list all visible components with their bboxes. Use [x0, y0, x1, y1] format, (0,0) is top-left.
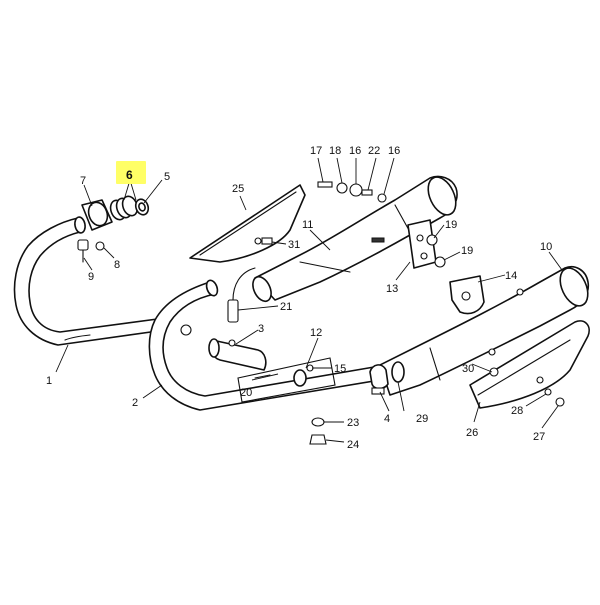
callout-8: 8	[114, 259, 120, 271]
clip-20	[293, 369, 307, 387]
nut-8	[95, 241, 105, 251]
callout-9: 9	[88, 271, 94, 283]
callout-20: 20	[240, 387, 252, 399]
callout-19-top: 19	[445, 219, 457, 231]
callout-25: 25	[232, 183, 244, 195]
callout-18: 18	[329, 145, 341, 157]
callout-24: 24	[347, 439, 359, 451]
heat-shield-25	[189, 184, 306, 263]
callout-6: 6	[126, 168, 133, 182]
callout-29: 29	[416, 413, 428, 425]
callout-6-highlight	[116, 161, 146, 184]
washer-23	[311, 417, 325, 427]
callout-22: 22	[368, 145, 380, 157]
callout-31: 31	[288, 239, 300, 251]
callout-19-bottom: 19	[461, 245, 473, 257]
callout-13: 13	[386, 283, 398, 295]
callout-10: 10	[540, 241, 552, 253]
stud-a	[371, 237, 385, 243]
fasteners-top	[180, 181, 446, 336]
callout-16-left: 16	[349, 145, 361, 157]
washer-28	[544, 388, 552, 396]
nut-19b	[434, 256, 446, 268]
fasteners-bottom	[309, 367, 565, 445]
washer-18	[336, 182, 348, 194]
callout-7: 7	[80, 175, 86, 187]
screw-27	[555, 397, 565, 407]
lambda-sensor-21	[227, 267, 256, 323]
clamp-4	[369, 364, 389, 395]
callout-28: 28	[511, 405, 523, 417]
callout-30: 30	[462, 363, 474, 375]
group-12-box	[237, 357, 336, 403]
bracket-13	[407, 219, 437, 269]
callout-23: 23	[347, 417, 359, 429]
clip-31	[261, 237, 273, 245]
callout-21: 21	[280, 301, 292, 313]
callout-11: 11	[302, 219, 313, 231]
callout-12: 12	[310, 327, 322, 339]
callout-labels: 1 2 3 4 5 6 7 8 9 10 11 12 13 14 15 16 1…	[46, 145, 552, 451]
callout-14: 14	[505, 270, 517, 282]
leader-lines	[55, 157, 563, 443]
screw-30	[489, 367, 499, 377]
washer-16b	[377, 193, 387, 203]
gasket-29	[391, 361, 405, 383]
nut-24	[309, 434, 327, 445]
callout-1: 1	[46, 375, 52, 387]
catalyst-3	[208, 338, 267, 371]
callout-17: 17	[310, 145, 322, 157]
gasket-6	[109, 195, 139, 221]
bolt-17	[317, 181, 333, 188]
callout-15: 15	[334, 363, 346, 375]
spacer-16a	[349, 183, 363, 197]
silencer-11	[252, 175, 458, 303]
callout-16-right: 16	[388, 145, 400, 157]
callout-3: 3	[258, 323, 264, 335]
callout-27: 27	[533, 431, 545, 443]
callout-4: 4	[384, 413, 390, 425]
bolt-22	[361, 189, 373, 196]
callout-26: 26	[466, 427, 478, 439]
bracket-14	[449, 275, 485, 315]
stud-9	[77, 239, 89, 251]
callout-2: 2	[132, 397, 138, 409]
heat-shield-26	[469, 320, 590, 409]
callout-5: 5	[164, 171, 170, 183]
silencer-10	[379, 266, 590, 396]
flange-assembly	[77, 195, 150, 263]
